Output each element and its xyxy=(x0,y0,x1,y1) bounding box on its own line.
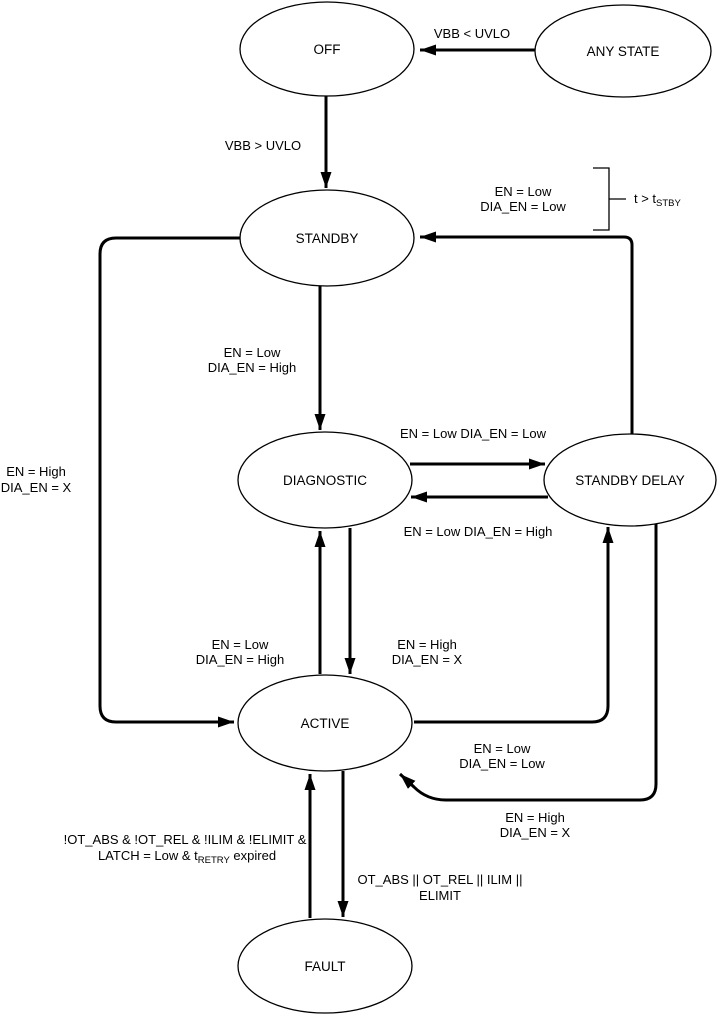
label-diagnostic-to-active-line2: DIA_EN = X xyxy=(392,652,463,667)
label-tstby-timer: t > tSTBY xyxy=(634,191,682,209)
state-off-shape xyxy=(239,1,415,97)
label-active-to-fault-line1: OT_ABS || OT_REL || ILIM || xyxy=(358,872,523,887)
transitions-group xyxy=(98,44,658,918)
label-standby-delay-to-active-line1: EN = High xyxy=(505,810,565,825)
state-any-state-label: ANY STATE xyxy=(587,44,660,59)
state-diagnostic-shape xyxy=(237,431,413,529)
label-active-to-standby-delay-line2: DIA_EN = Low xyxy=(459,756,545,771)
tstby-bracket xyxy=(593,167,626,231)
transition-standby-to-active-arrow xyxy=(98,236,240,728)
label-fault-to-active-line2-suffix: expired xyxy=(230,848,276,863)
state-diagnostic: DIAGNOSTIC xyxy=(237,431,413,529)
state-standby-delay-label: STANDBY DELAY xyxy=(575,473,685,488)
label-standby-delay-to-active-line2: DIA_EN = X xyxy=(500,825,571,840)
label-fault-to-active-line2-sub: RETRY xyxy=(198,855,231,866)
label-standby-delay-to-diagnostic: EN = Low DIA_EN = High xyxy=(404,524,553,539)
label-fault-to-active-line2-prefix: LATCH = Low & t xyxy=(98,848,198,863)
label-diagnostic-to-standby-delay: EN = Low DIA_EN = Low xyxy=(400,426,547,441)
state-off-label: OFF xyxy=(314,42,341,57)
state-standby-delay-shape xyxy=(543,433,717,527)
state-active-shape xyxy=(237,674,413,772)
label-any-state-to-off: VBB < UVLO xyxy=(434,26,510,41)
label-tstby-timer-prefix: t > t xyxy=(634,191,656,206)
transition-active-to-standby-delay-arrow xyxy=(414,527,614,724)
transition-labels-group: VBB < UVLO VBB > UVLO EN = Low DIA_EN = … xyxy=(1,26,682,903)
state-fault: FAULT xyxy=(237,918,413,1014)
transition-standby-delay-to-standby-arrow xyxy=(420,231,634,434)
state-diagnostic-label: DIAGNOSTIC xyxy=(283,473,367,488)
label-off-to-standby: VBB > UVLO xyxy=(225,138,301,153)
state-any-state-shape xyxy=(534,4,712,98)
label-standby-delay-to-standby-line2: DIA_EN = Low xyxy=(480,199,566,214)
state-active-label: ACTIVE xyxy=(301,716,350,731)
state-standby-delay: STANDBY DELAY xyxy=(543,433,717,527)
label-active-to-fault-line2: ELIMIT xyxy=(419,888,461,903)
state-off: OFF xyxy=(239,1,415,97)
transition-standby-delay-to-active-arrow xyxy=(398,524,658,802)
label-fault-to-active-line1: !OT_ABS & !OT_REL & !ILIM & !ELIMIT & xyxy=(64,832,307,847)
label-fault-to-active-line2: LATCH = Low & tRETRY expired xyxy=(98,848,276,866)
label-active-to-standby-delay-line1: EN = Low xyxy=(474,741,531,756)
label-standby-to-diagnostic-line2: DIA_EN = High xyxy=(208,360,297,375)
state-fault-shape xyxy=(237,918,413,1014)
label-standby-to-diagnostic-line1: EN = Low xyxy=(224,345,281,360)
state-any-state: ANY STATE xyxy=(534,4,712,98)
state-fault-label: FAULT xyxy=(304,959,345,974)
state-standby-label: STANDBY xyxy=(296,231,359,246)
label-standby-to-active-line1: EN = High xyxy=(6,464,66,479)
label-active-to-diagnostic-line1: EN = Low xyxy=(212,637,269,652)
label-diagnostic-to-active-line1: EN = High xyxy=(397,637,457,652)
label-active-to-diagnostic-line2: DIA_EN = High xyxy=(196,652,285,667)
states-group: OFF ANY STATE STANDBY DIAGNOSTIC STANDBY… xyxy=(237,1,717,1014)
state-standby: STANDBY xyxy=(239,189,415,287)
state-active: ACTIVE xyxy=(237,674,413,772)
label-standby-to-active-line2: DIA_EN = X xyxy=(1,480,72,495)
label-tstby-timer-sub: STBY xyxy=(656,198,681,209)
label-standby-delay-to-standby-line1: EN = Low xyxy=(495,184,552,199)
state-standby-shape xyxy=(239,189,415,287)
